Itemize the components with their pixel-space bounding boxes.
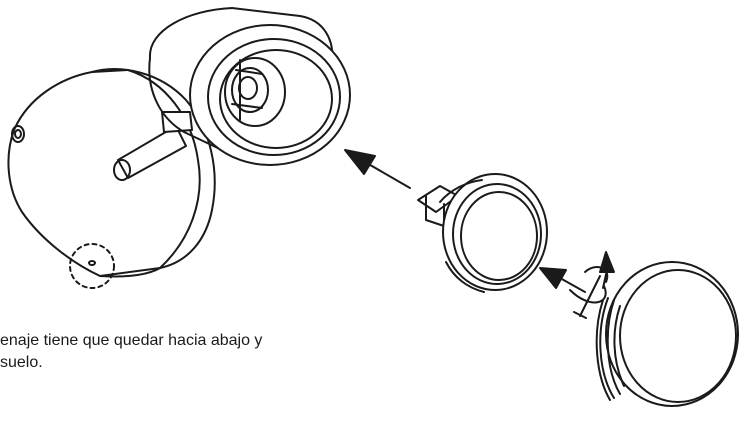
mounting-base [7, 68, 216, 278]
led-bulb [417, 173, 548, 293]
caption-line-1: enaje tiene que quedar hacia abajo y [0, 332, 263, 349]
mounting-arm [113, 111, 193, 181]
drain-hole-marker [69, 243, 115, 289]
insert-arrow [344, 149, 411, 189]
glass-cover [595, 261, 739, 407]
installation-caption: enaje tiene que quedar hacia abajo y sue… [0, 330, 262, 374]
caption-line-2: suelo. [0, 354, 43, 371]
lamp-housing [148, 7, 351, 166]
rotate-arrow [539, 251, 615, 319]
